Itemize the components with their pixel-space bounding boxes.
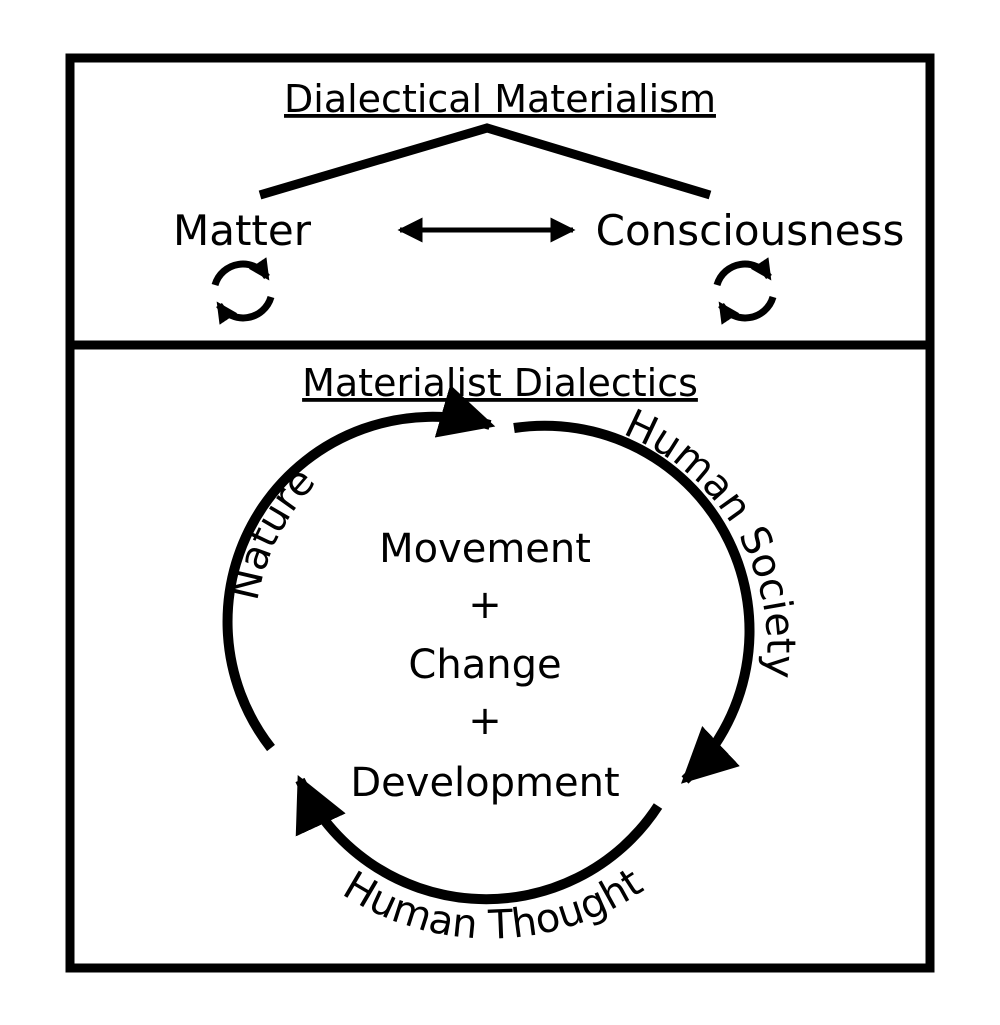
cycle-arrow-right <box>513 420 755 784</box>
top-panel-title: Dialectical Materialism <box>284 77 716 121</box>
cycle-arrow-bottom <box>295 775 663 905</box>
center-line-plus-2: + <box>468 698 502 744</box>
center-line-change: Change <box>408 642 561 688</box>
cycle-label-human-society: Human Society <box>618 401 803 680</box>
bottom-panel-title: Materialist Dialectics <box>302 361 698 405</box>
center-line-movement: Movement <box>379 526 591 572</box>
center-line-plus-1: + <box>468 582 502 628</box>
refresh-cycle-icon <box>211 257 275 325</box>
center-text-stack: Movement + Change + Development <box>350 526 619 806</box>
center-line-development: Development <box>350 760 619 806</box>
outer-frame <box>65 53 935 973</box>
matter-label: Matter <box>173 206 312 255</box>
refresh-cycle-icon <box>713 257 777 325</box>
consciousness-label: Consciousness <box>596 206 905 255</box>
cycle-arrow-top <box>222 384 496 752</box>
roof-connector <box>258 123 712 200</box>
cycle-label-nature: Nature <box>222 459 325 604</box>
